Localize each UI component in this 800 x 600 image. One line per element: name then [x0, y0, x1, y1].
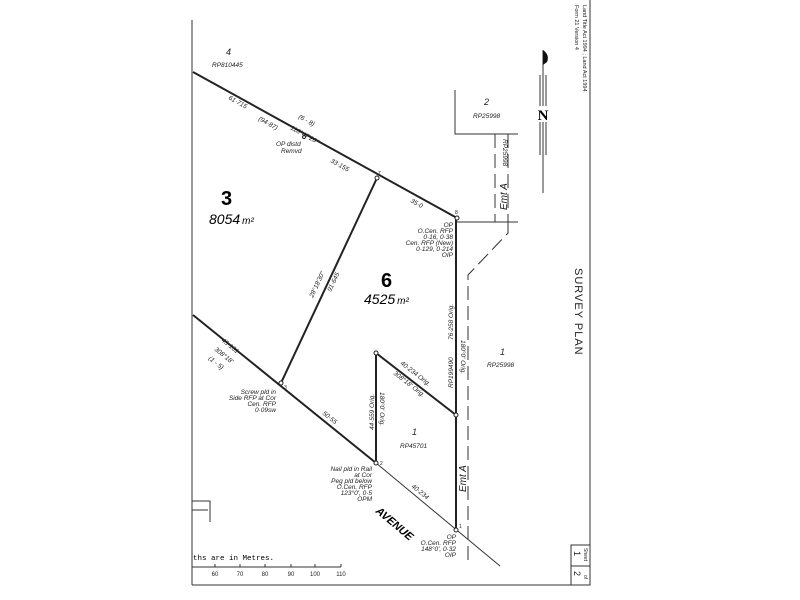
svg-text:Cen. RFP: Cen. RFP [247, 401, 276, 408]
note: OP distd [276, 141, 301, 148]
station-inner [373, 350, 379, 356]
station-2 [373, 460, 379, 466]
adjoining-plan: RP25998 [487, 362, 514, 369]
lot-3-number: 3 [221, 188, 232, 210]
station-label: 8 [455, 210, 458, 216]
scale-caption: ths are in Metres. [193, 555, 274, 563]
note: Remvd [281, 148, 302, 155]
svg-text:Screw pld in: Screw pld in [241, 389, 277, 396]
adjoining-plan: RP45701 [400, 443, 427, 450]
dimension: 40·234 [410, 483, 430, 501]
svg-text:0·09sw: 0·09sw [255, 407, 277, 414]
dimension: 180°0' Orig. [378, 392, 386, 426]
station-1 [453, 527, 459, 533]
svg-text:0·129, 0·214: 0·129, 0·214 [416, 246, 453, 253]
station-label: 3 [284, 385, 287, 391]
sheet-total: 2 [572, 571, 582, 576]
boundary-7-3 [280, 177, 378, 384]
plan-title: SURVEY PLAN [572, 268, 584, 356]
road-alignment [375, 462, 501, 567]
adjoining-lot-number: 1 [500, 347, 505, 357]
note-station-1: OP O.Cen. RFP 148°0', 0·32 OIP [421, 534, 457, 559]
adjoining-lot-number: 4 [226, 47, 231, 57]
easement-label: Emt A [458, 465, 469, 492]
boundary-inner-diag [375, 352, 457, 416]
dimension: 33·155 [329, 158, 350, 174]
adjoining-lot-number: 1 [412, 427, 417, 437]
svg-text:O.Cen. RFP: O.Cen. RFP [421, 540, 457, 547]
svg-text:OIP: OIP [442, 252, 454, 259]
easement-label: Emt A [499, 183, 510, 210]
adjoining-plan: RP810445 [212, 62, 243, 69]
svg-text:OP: OP [447, 534, 457, 541]
north-arrow-icon: N [536, 50, 550, 193]
adjoining-plan: RP25998 [473, 113, 500, 120]
scale-tick-label: 110 [336, 572, 346, 578]
note-station-8: OP O.Cen. RFP 0·16, 0·38 Cen. RFP (New) … [406, 222, 454, 259]
svg-text:OIP: OIP [445, 552, 457, 559]
lot-6-number: 6 [381, 270, 392, 292]
svg-text:Side RFP at Cor: Side RFP at Cor [229, 395, 277, 402]
svg-text:Peg pld below: Peg pld below [331, 478, 373, 485]
road-name: AVENUE [372, 504, 415, 543]
station-label: 1 [459, 524, 462, 530]
north-label: N [538, 108, 549, 124]
form-note-2: Form 21 Version 4 [573, 5, 579, 50]
svg-text:OP: OP [444, 222, 454, 229]
scale-bar: 60 70 80 90 100 110 [192, 564, 346, 578]
form-note-1: Land Title Act 1994 ; Land Act 1994 [581, 5, 587, 92]
note-station-3: Screw pld in Side RFP at Cor Cen. RFP 0·… [229, 389, 277, 414]
scale-tick-label: 80 [262, 572, 269, 578]
dimension: (6 - 8) [297, 114, 316, 129]
scale-tick-label: 100 [310, 572, 321, 578]
adjoining-lot-number: 2 [483, 97, 489, 107]
sheet-label: Sheet [582, 548, 588, 562]
boundary-sw [192, 314, 377, 464]
sheet-of-label: of [582, 575, 588, 580]
svg-text:O.Cen. RFP: O.Cen. RFP [337, 484, 373, 491]
station-inner [453, 412, 459, 418]
svg-text:148°0', 0·32: 148°0', 0·32 [421, 545, 456, 553]
scale-tick-label: 90 [288, 572, 295, 578]
dimension: 50·55 [321, 410, 339, 426]
dimension: 76·258 Orig. [448, 304, 455, 340]
svg-text:Nail pld in Rail: Nail pld in Rail [330, 466, 372, 473]
lot-2-boundary [454, 90, 518, 135]
easement-plan: RP25998 [501, 139, 508, 166]
legend-box [192, 500, 211, 522]
svg-text:O.Cen. RFP: O.Cen. RFP [418, 228, 454, 235]
station-3 [278, 380, 284, 386]
station-label: 2 [380, 461, 383, 467]
dimension: 44·559 Orig. [369, 394, 376, 430]
station-7 [374, 175, 380, 181]
boundary-nw [192, 71, 458, 219]
svg-text:OPM: OPM [357, 496, 372, 503]
station-label: 7 [378, 171, 381, 177]
scale-tick-label: 70 [237, 572, 244, 578]
svg-text:at Cor: at Cor [354, 472, 373, 479]
svg-text:123°0', 0·5: 123°0', 0·5 [341, 489, 373, 497]
sheet-number: 1 [572, 551, 582, 556]
dimension: 180°0' Orig. [459, 340, 467, 374]
easement-plan: RP199490 [448, 357, 455, 388]
dimension: 28°18'30" [307, 270, 327, 300]
sheet-box: Sheet 1 of 2 [570, 544, 591, 586]
station-op [302, 135, 306, 139]
svg-text:Cen. RFP (New): Cen. RFP (New) [406, 240, 453, 247]
note-station-2: Nail pld in Rail at Cor Peg pld below O.… [330, 466, 373, 503]
scale-tick-label: 60 [212, 572, 219, 578]
svg-text:0·16, 0·38: 0·16, 0·38 [423, 234, 453, 241]
easement-line [467, 222, 509, 560]
station-8 [454, 215, 460, 221]
